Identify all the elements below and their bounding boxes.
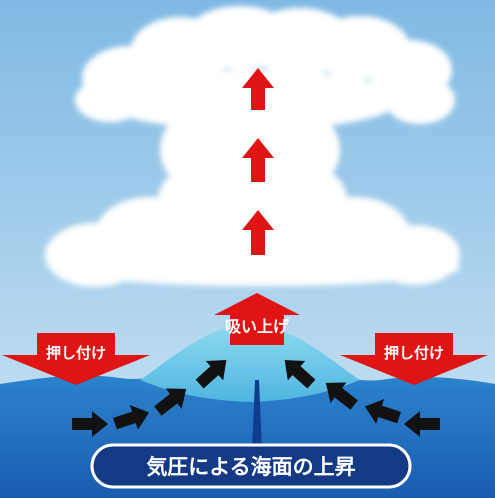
caption-text: 気圧による海面の上昇 (146, 455, 355, 479)
red-down-arrow-icon: 押し付け (2, 333, 150, 385)
red-down-arrow-icon: 押し付け (340, 333, 488, 385)
center-line (252, 380, 262, 450)
black-inflow-arrow-icon (364, 399, 401, 424)
push-right-label: 押し付け (384, 344, 444, 362)
red-up-arrow-icon (242, 68, 274, 110)
red-up-arrow-icon (242, 138, 274, 182)
black-inflow-arrow-icon (284, 359, 316, 389)
red-up-arrow-icon (242, 210, 274, 255)
push-left-label: 押し付け (46, 344, 106, 362)
black-inflow-arrow-icon (325, 382, 358, 410)
suction-arrow-icon: 吸い上げ (214, 293, 300, 345)
black-inflow-arrow-icon (113, 405, 150, 430)
black-inflow-arrow-icon (404, 411, 440, 437)
black-inflow-arrow-icon (72, 411, 108, 437)
caption-badge: 気圧による海面の上昇 (90, 443, 412, 489)
black-inflow-arrow-icon (154, 388, 187, 416)
black-inflow-arrow-icon (195, 359, 227, 389)
suction-label: 吸い上げ (225, 317, 290, 336)
